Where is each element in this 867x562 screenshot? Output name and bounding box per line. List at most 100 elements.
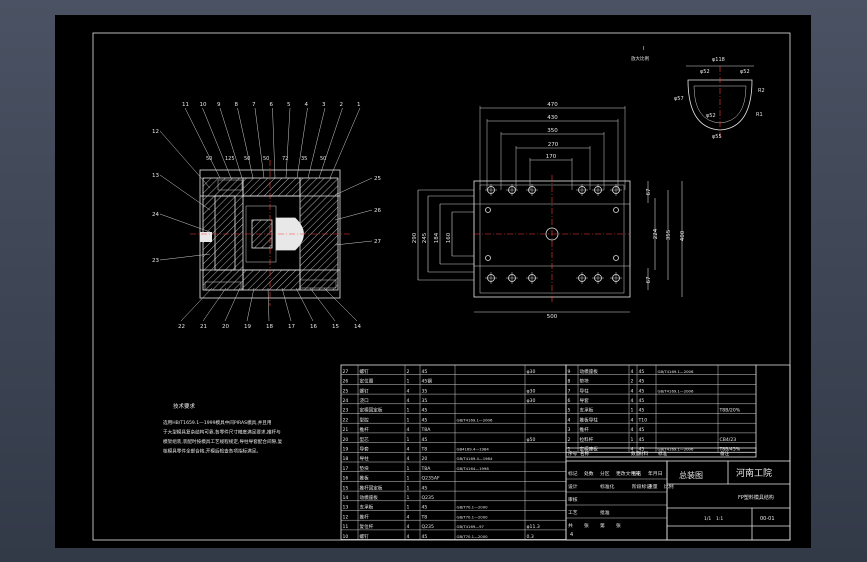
dimension-label: 224: [653, 228, 659, 239]
dimension-label: 67: [646, 188, 652, 195]
bom-cell: T8B/45%: [719, 447, 741, 453]
bom-cell: 26: [343, 379, 349, 385]
title-block-cell: 标记: [568, 470, 578, 477]
bom-cell: 1: [407, 466, 410, 472]
part-name: FP塑料模具结构: [738, 494, 774, 501]
bom-cell: 12: [343, 514, 349, 520]
bom-cell: 8: [568, 379, 571, 385]
bom-cell: 2: [631, 379, 634, 385]
bom-cell: 17: [343, 466, 349, 472]
title-block-cell: 比例: [664, 483, 674, 490]
bom-cell: 20: [422, 456, 428, 462]
bom-cell: 13: [343, 505, 349, 511]
tech-req-line: 于大型模具复杂结构可靠,各零件尺寸精度满足要求,推杆与: [163, 429, 281, 436]
dimension-label: 170: [546, 154, 557, 160]
bom-cell: 型芯: [360, 436, 370, 443]
bom-cell: 推杆: [580, 426, 590, 433]
detail-dimension-label: φ57: [674, 96, 684, 102]
plan-holes: [485, 184, 622, 284]
bom-cell: 推杆固定板: [360, 484, 383, 491]
bom-cell: T8A: [421, 466, 432, 472]
bom-cell: 4: [407, 534, 410, 540]
dimension-label: 400: [680, 230, 686, 241]
bom-cell: GB/T4169—97: [457, 524, 485, 529]
bom-cell: 动模座板: [580, 368, 599, 375]
bom-cell: 45钢: [422, 378, 433, 385]
part-number-label: 16: [310, 324, 317, 330]
inset-subtitle: 放大比例: [631, 55, 649, 62]
bom-cell: Q235AF: [422, 476, 441, 482]
title-block-cell: 重量: [648, 483, 658, 490]
bom-cell: 1: [631, 437, 634, 443]
bom-cell: 1: [568, 447, 571, 453]
title-block-cell: 张: [616, 522, 621, 529]
bom-cell: 4: [631, 369, 634, 375]
bom-cell: 22: [343, 417, 349, 423]
bom-cell: 定模座板: [580, 446, 599, 453]
title-block: 总装图 河南工院 FP塑料模具结构 00-01 1:1 1/1: [666, 460, 791, 541]
bom-cell: GB/T4169.4—1984: [457, 456, 493, 461]
bom-cell: 35: [422, 398, 428, 404]
dimension-label: 50: [320, 156, 326, 162]
dimension-label: 470: [547, 102, 558, 108]
bom-cell: 45: [422, 505, 428, 511]
title-block-cell: 审核: [568, 496, 578, 503]
bom-cell: 4: [631, 417, 634, 423]
part-number-label: 19: [244, 324, 251, 330]
bom-cell: 支承板: [580, 407, 594, 414]
guide-hole: [485, 255, 491, 261]
bom-cell: 4: [631, 427, 634, 433]
detail-dimension-label: φ52: [740, 69, 750, 75]
bom-cell: 螺钉: [360, 387, 370, 394]
part-number-label: 21: [200, 324, 207, 330]
bom-cell: 18: [343, 456, 349, 462]
part-number-label: 12: [152, 129, 159, 135]
bom-cell: GB/T70.1—2000: [457, 534, 489, 539]
dimension-label: 67: [646, 276, 652, 283]
bom-cell: 推杆: [360, 513, 370, 520]
part-number-label: 20: [222, 324, 229, 330]
bom-cell: GB/T4169.1—2006: [658, 369, 694, 374]
detail-dimension-label: R2: [758, 88, 765, 94]
bom-cell: 45: [639, 427, 645, 433]
bom-cell: 导柱: [360, 455, 370, 462]
bom-cell: 导柱: [580, 387, 590, 394]
dimension-label: 50: [206, 156, 212, 162]
bom-cell: 螺钉: [360, 533, 370, 540]
part-number-label: 23: [152, 258, 159, 264]
detail-dimension-label: φ52: [706, 113, 716, 119]
dimension-label: 160: [446, 232, 452, 243]
bom-cell: 1: [407, 485, 410, 491]
bom-cell: φ11.3: [527, 524, 540, 530]
tech-req-text: 选用HB/T1659.1—1999模具中间PIRAS模具,并且用于大型模具复杂结…: [163, 419, 283, 455]
bom-cell: 导套: [580, 397, 590, 404]
title-block-mark: 4: [570, 532, 573, 538]
part-number-label: 8: [235, 102, 239, 108]
bom-cell: GB/T4169.1—2006: [658, 447, 694, 452]
bom-cell: 45: [639, 388, 645, 394]
bom-cell: 4: [407, 447, 410, 453]
bom-cell: 4: [631, 447, 634, 453]
bom-cell: 23: [343, 408, 349, 414]
tech-req-line: 选用HB/T1659.1—1999模具中间PIRAS模具,并且用: [163, 419, 272, 426]
guide-hole: [613, 207, 619, 213]
bom-cell: 11: [343, 524, 349, 530]
bom-cell: 0.3: [527, 534, 534, 540]
bom-cell: 2: [568, 437, 571, 443]
bom-cell: 15: [343, 485, 349, 491]
title-block-cell: 工艺: [568, 510, 578, 516]
drawing-sheet: [55, 15, 811, 548]
part-number-label: 22: [178, 324, 185, 330]
bom-cell: 1: [407, 505, 410, 511]
bom-cell: 9: [568, 369, 571, 375]
part-number-label: 18: [266, 324, 273, 330]
bom-header-cell: 序号: [568, 450, 578, 457]
bom-cell: 45: [639, 437, 645, 443]
part-number-label: 24: [152, 212, 159, 218]
bom-header-cell: 数量: [631, 450, 641, 457]
bom-cell: 导套: [360, 446, 370, 453]
part-number-label: 9: [217, 102, 221, 108]
